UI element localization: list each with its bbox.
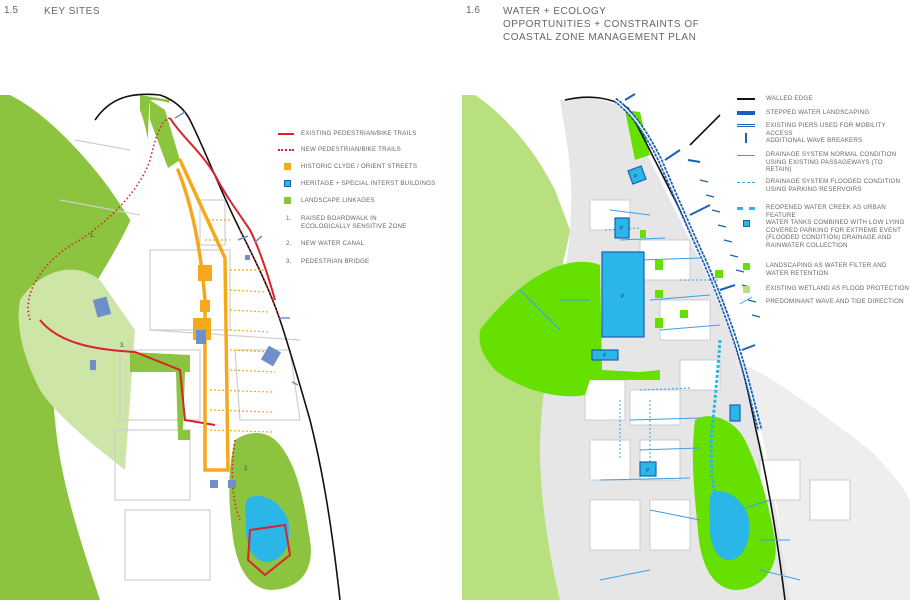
left-heritage-building-5 [228, 480, 236, 488]
right-water-tank-2 [614, 217, 630, 239]
legend-swatch-red-dotted [278, 149, 294, 151]
left-legend-item-1: EXISTING PEDESTRIAN/BIKE TRAILS [301, 130, 417, 137]
legend-swatch-orange [284, 163, 291, 170]
left-legend-item-3: HISTORIC CLYDE / ORIENT STREETS [301, 163, 418, 170]
right-legend-item-11: PREDOMINANT WAVE AND TIDE DIRECTION [766, 298, 904, 305]
legend-swatch-wetland [743, 286, 750, 293]
right-water-tank-4 [639, 461, 657, 477]
right-tank-label-3: P [621, 294, 625, 300]
left-green-linkage-mid [130, 352, 190, 440]
right-legend-item-3: EXISTING PIERS USED FOR MOBILITY ACCESS [766, 122, 886, 137]
legend-swatch-red-line [278, 133, 294, 135]
left-note-num-2: 2. [286, 240, 292, 247]
legend-swatch-walled-edge [737, 98, 755, 100]
left-note-text-3: PEDESTRIAN BRIDGE [301, 258, 370, 265]
right-panel-number: 1.6 [466, 5, 480, 16]
left-note-text-2: NEW WATER CANAL [301, 240, 365, 247]
left-existing-trail-coast [169, 117, 276, 301]
right-landscape-coast [625, 110, 650, 160]
left-historic-block-2 [200, 300, 210, 312]
right-water-creek [709, 339, 722, 496]
left-existing-trail-loop [246, 523, 292, 577]
right-legend-item-2: STEPPED WATER LANDSCAPING [766, 109, 870, 116]
left-green-linkage-north [150, 100, 180, 168]
right-legend-item-4: ADDITIONAL WAVE BREAKERS [766, 137, 863, 144]
right-tank-label-2: P [620, 226, 624, 232]
left-note-text-1: RAISED BOARDWALK IN ECOLOGICALLY SENSITI… [301, 215, 407, 230]
legend-swatch-creek [737, 207, 755, 210]
right-landscape-west [479, 261, 660, 397]
left-light-green-area [18, 269, 136, 470]
right-legend-item-1: WALLED EDGE [766, 95, 813, 102]
right-title-line-2: OPPORTUNITIES + CONSTRAINTS OF [503, 19, 700, 30]
right-panel-title: WATER + ECOLOGY OPPORTUNITIES + CONSTRAI… [503, 5, 699, 44]
legend-swatch-green [284, 197, 291, 204]
left-new-trail-coast [239, 229, 281, 321]
right-legend-item-5: DRAINAGE SYSTEM NORMAL CONDITION USING E… [766, 151, 897, 173]
left-heritage-building-3 [260, 345, 282, 367]
legend-swatch-water-tank [743, 220, 750, 227]
right-title-line-1: WATER + ECOLOGY [503, 6, 607, 17]
left-historic-block-1 [198, 265, 212, 281]
left-heritage-building-2 [196, 330, 206, 344]
left-map-marker-1: 1. [90, 233, 95, 239]
right-legend-item-9: LANDSCAPING AS WATER FILTER AND WATER RE… [766, 262, 887, 277]
right-tank-label-4: P [603, 353, 607, 359]
left-orange-street-main [178, 158, 230, 472]
left-map-marker-3: 3. [120, 343, 125, 349]
legend-swatch-drain-normal [737, 155, 755, 156]
left-legend-item-2: NEW PEDESTRIAN/BIKE TRAILS [301, 146, 401, 153]
left-legend-item-5: LANDSCAPE LINKAGES [301, 197, 375, 204]
legend-swatch-blue [284, 180, 291, 187]
right-water-tank-3 [591, 349, 619, 361]
right-legend-item-7: REOPENED WATER CREEK AS URBAN FEATURE [766, 204, 886, 219]
right-water-tank-large [601, 251, 645, 338]
right-pond [709, 491, 750, 561]
legend-swatch-drain-flooded [737, 182, 755, 183]
right-legend-item-10: EXISTING WETLAND AS FLOOD PROTECTION [766, 285, 909, 292]
left-existing-trail-west [39, 319, 216, 426]
legend-swatch-landscape-filter [743, 263, 750, 270]
right-tank-label-5: P [646, 468, 650, 474]
left-heritage-building-1 [92, 296, 112, 318]
right-legend-item-6: DRAINAGE SYSTEM FLOODED CONDITION USING … [766, 178, 901, 193]
right-title-line-3: COASTAL ZONE MANAGEMENT PLAN [503, 32, 697, 43]
legend-swatch-wave-breakers [745, 133, 747, 143]
left-green-headland [0, 95, 240, 600]
right-legend-item-8: WATER TANKS COMBINED WITH LOW LYING COVE… [766, 219, 905, 249]
right-water-tank-5 [729, 404, 741, 422]
legend-swatch-piers [737, 124, 755, 130]
left-orange-street-secondary [176, 168, 207, 432]
left-map-marker-2: 2. [244, 466, 249, 472]
right-pier-black [689, 114, 721, 146]
right-tank-label-1: P [634, 174, 638, 180]
left-panel-number: 1.5 [4, 5, 18, 16]
left-note-num-3: 3. [286, 258, 292, 265]
left-heritage-building-4 [210, 480, 218, 488]
left-note-num-1: 1. [286, 215, 292, 222]
left-pond [245, 496, 290, 563]
right-water-tank-1 [627, 165, 647, 185]
legend-swatch-stepped [737, 111, 755, 115]
left-panel-title: KEY SITES [44, 6, 101, 17]
left-legend-item-4: HERITAGE + SPECIAL INTERST BUILDINGS [301, 180, 436, 187]
